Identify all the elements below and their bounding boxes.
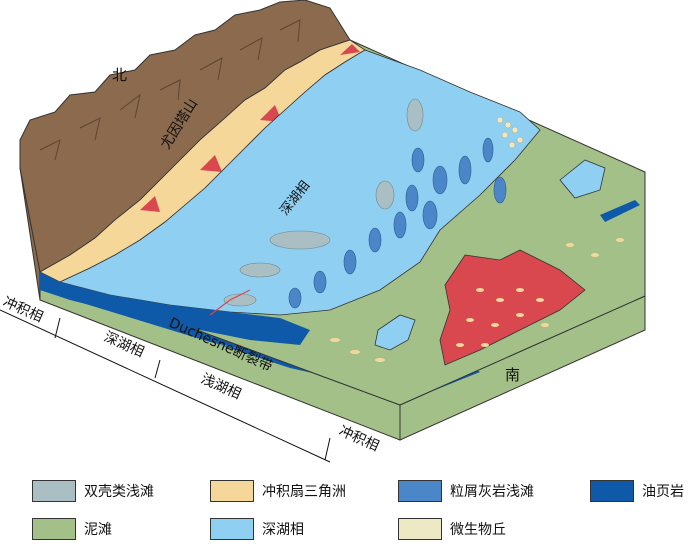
legend-item-delta: 冲积扇三角洲 xyxy=(210,480,346,502)
legend-label-oil-shale: 油页岩 xyxy=(642,481,684,501)
legend-label-mud-flat: 泥滩 xyxy=(84,519,112,539)
legend-item-oil-shale: 油页岩 xyxy=(590,480,684,502)
legend-label-delta: 冲积扇三角洲 xyxy=(262,481,346,501)
legend-swatch-microbial xyxy=(398,518,442,540)
legend-item-mud-flat: 泥滩 xyxy=(32,518,112,540)
legend-swatch-mud-flat xyxy=(32,518,76,540)
legend-swatch-oil-shale xyxy=(590,480,634,502)
legend-item-deep-lake: 深湖相 xyxy=(210,518,304,540)
label-north: 北 xyxy=(112,66,127,84)
legend-label-microbial: 微生物丘 xyxy=(450,519,506,539)
legend-swatch-bivalve xyxy=(32,480,76,502)
legend-item-bivalve: 双壳类浅滩 xyxy=(32,480,154,502)
label-south: 南 xyxy=(505,366,520,384)
legend-label-grainstone: 粒屑灰岩浅滩 xyxy=(450,481,534,501)
legend-swatch-grainstone xyxy=(398,480,442,502)
legend: 双壳类浅滩 冲积扇三角洲 粒屑灰岩浅滩 油页岩 泥滩 深湖相 微生物丘 xyxy=(0,474,700,549)
legend-swatch-delta xyxy=(210,480,254,502)
legend-item-grainstone: 粒屑灰岩浅滩 xyxy=(398,480,534,502)
legend-swatch-deep-lake xyxy=(210,518,254,540)
legend-label-bivalve: 双壳类浅滩 xyxy=(84,481,154,501)
legend-label-deep-lake: 深湖相 xyxy=(262,519,304,539)
legend-item-microbial: 微生物丘 xyxy=(398,518,506,540)
